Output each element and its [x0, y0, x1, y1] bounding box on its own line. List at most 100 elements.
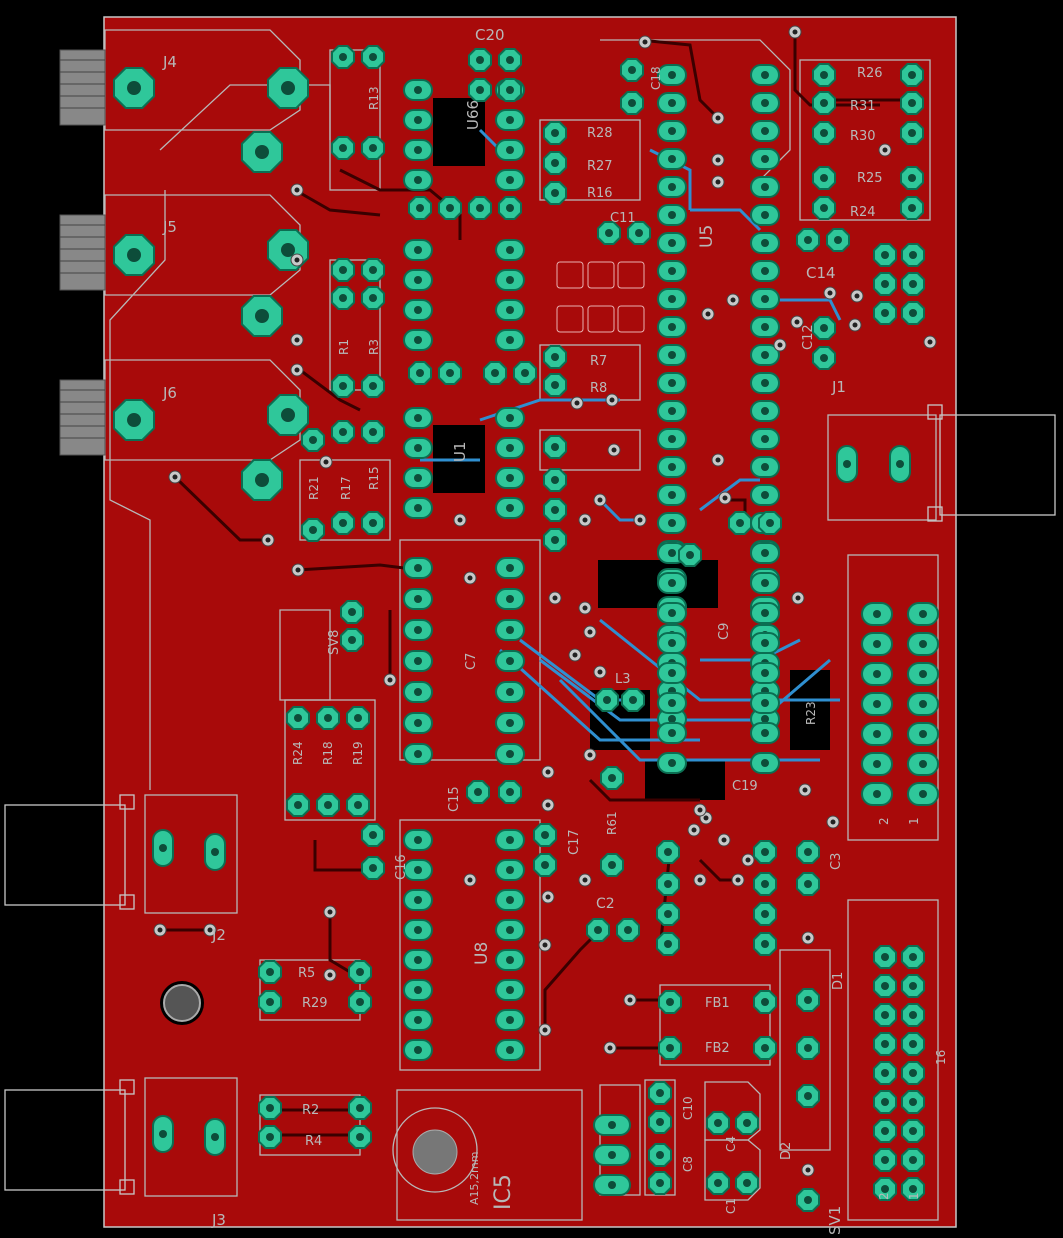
pad-hole: [908, 99, 916, 107]
pad-hole: [551, 353, 559, 361]
pad-hole: [369, 294, 377, 302]
via-hole: [715, 157, 721, 163]
pad-hole: [414, 626, 422, 634]
pad-hole: [294, 714, 302, 722]
pad-hole: [339, 519, 347, 527]
via-hole: [715, 179, 721, 185]
pad-hole: [414, 986, 422, 994]
pad-hole: [414, 246, 422, 254]
pad-hole: [843, 460, 851, 468]
via-hole: [467, 877, 473, 883]
pad-hole: [281, 408, 295, 422]
via-hole: [574, 400, 580, 406]
via-hole: [637, 517, 643, 523]
pad-hole: [608, 1181, 616, 1189]
pad-hole: [608, 774, 616, 782]
label-j2: J2: [211, 926, 226, 944]
via-hole: [597, 497, 603, 503]
label-r24b: R24: [291, 741, 305, 765]
via-hole: [703, 815, 709, 821]
via-hole: [582, 877, 588, 883]
vias: [153, 25, 937, 1177]
pad-hole: [266, 968, 274, 976]
silkscreen-labels: J4 J5 J6 J1 J2 J3 C20 U66 R28 R27 R16 R2…: [162, 26, 948, 1235]
label-j1: J1: [831, 378, 846, 396]
pad-hole: [908, 204, 916, 212]
pad-hole: [873, 760, 881, 768]
pad-hole: [668, 729, 676, 737]
via-hole: [545, 894, 551, 900]
pad-hole: [159, 1130, 167, 1138]
pad-hole: [414, 719, 422, 727]
pad-hole: [414, 896, 422, 904]
pad-hole: [551, 476, 559, 484]
pad-hole: [668, 519, 676, 527]
pad-hole: [605, 229, 613, 237]
via-hole: [805, 1167, 811, 1173]
pad-hole: [414, 657, 422, 665]
via-hole: [207, 927, 213, 933]
pad-hole: [369, 864, 377, 872]
via-hole: [627, 997, 633, 1003]
pad-hole: [919, 610, 927, 618]
pad-hole: [506, 836, 514, 844]
pad-hole: [369, 428, 377, 436]
pad-hole: [761, 127, 769, 135]
via-hole: [927, 339, 933, 345]
label-r2: R2: [302, 1103, 319, 1118]
pad-hole: [656, 1151, 664, 1159]
pad-hole: [356, 968, 364, 976]
label-u8: U8: [472, 942, 492, 965]
via-hole: [457, 517, 463, 523]
pad-hole: [761, 323, 769, 331]
via-hole: [582, 517, 588, 523]
via-hole: [609, 397, 615, 403]
pad-hole: [909, 953, 917, 961]
pad-hole: [668, 323, 676, 331]
label-fb2: FB2: [705, 1041, 730, 1056]
pad-hole: [506, 564, 514, 572]
via-hole: [715, 115, 721, 121]
pad-hole: [506, 176, 514, 184]
pad-hole: [881, 953, 889, 961]
pad-hole: [873, 670, 881, 678]
pad-hole: [506, 474, 514, 482]
pad-hole: [506, 246, 514, 254]
label-r3: R3: [367, 339, 381, 355]
label-j5: J5: [162, 218, 177, 236]
pad-hole: [608, 1121, 616, 1129]
pad-hole: [541, 861, 549, 869]
via-hole: [795, 595, 801, 601]
pad-hole: [551, 443, 559, 451]
via-hole: [294, 337, 300, 343]
pad-hole: [909, 280, 917, 288]
pad-hole: [761, 639, 769, 647]
pad-hole: [414, 336, 422, 344]
via-hole: [387, 677, 393, 683]
label-hdr2-2: 2: [877, 1192, 891, 1200]
pad-hole: [820, 71, 828, 79]
via-hole: [730, 297, 736, 303]
pad-hole: [761, 71, 769, 79]
pad-hole: [551, 506, 559, 514]
label-r23: R23: [804, 701, 818, 725]
pad-hole: [820, 354, 828, 362]
pad-hole: [873, 700, 881, 708]
pad-hole: [668, 183, 676, 191]
pad-hole: [668, 435, 676, 443]
pad-hole: [761, 491, 769, 499]
pad-hole: [804, 848, 812, 856]
pad-hole: [521, 369, 529, 377]
via-hole: [691, 827, 697, 833]
pad-hole: [909, 1098, 917, 1106]
label-r4: R4: [305, 1134, 322, 1149]
pad-hole: [668, 379, 676, 387]
via-hole: [327, 972, 333, 978]
pad-hole: [919, 790, 927, 798]
pad-hole: [629, 696, 637, 704]
pad-hole: [761, 379, 769, 387]
label-r8: R8: [590, 381, 607, 396]
label-c11: C11: [610, 211, 636, 226]
through-hole-pads: [113, 45, 939, 1212]
